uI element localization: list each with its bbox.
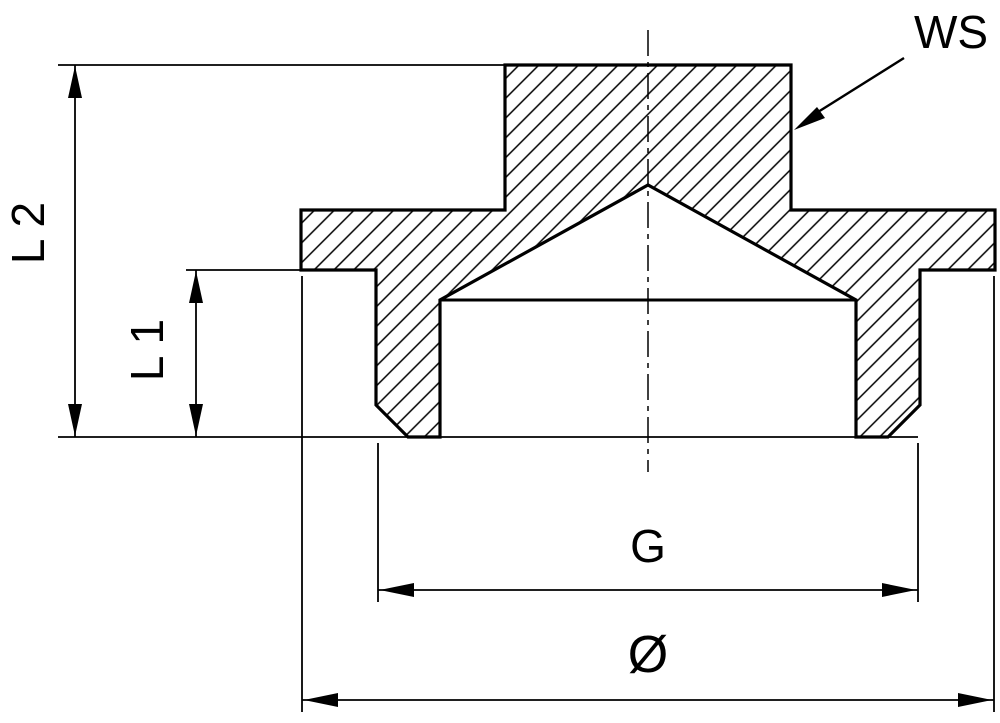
- l2-arrowhead-bottom: [68, 404, 82, 436]
- l2-label: L 2: [2, 202, 54, 264]
- ws-leader-arrowhead: [794, 107, 825, 130]
- dimension-diameter: Ø: [301, 276, 995, 712]
- dimension-l1: L 1: [121, 269, 376, 437]
- dimension-l2: L 2: [2, 64, 918, 438]
- diameter-arrowhead-left: [304, 693, 338, 707]
- g-arrowhead-right: [882, 583, 916, 597]
- dimension-g: G: [377, 443, 919, 602]
- l1-arrowhead-top: [189, 271, 203, 303]
- g-arrowhead-left: [380, 583, 414, 597]
- l1-label: L 1: [121, 319, 173, 381]
- l2-arrowhead-top: [68, 66, 82, 98]
- ws-label: WS: [914, 6, 988, 58]
- callout-ws: WS: [794, 6, 988, 130]
- part-geometry: [299, 30, 997, 472]
- diameter-label: Ø: [628, 626, 668, 684]
- ws-leader-line: [817, 56, 905, 114]
- g-label: G: [630, 520, 666, 572]
- l1-arrowhead-bottom: [189, 404, 203, 436]
- diameter-arrowhead-right: [958, 693, 992, 707]
